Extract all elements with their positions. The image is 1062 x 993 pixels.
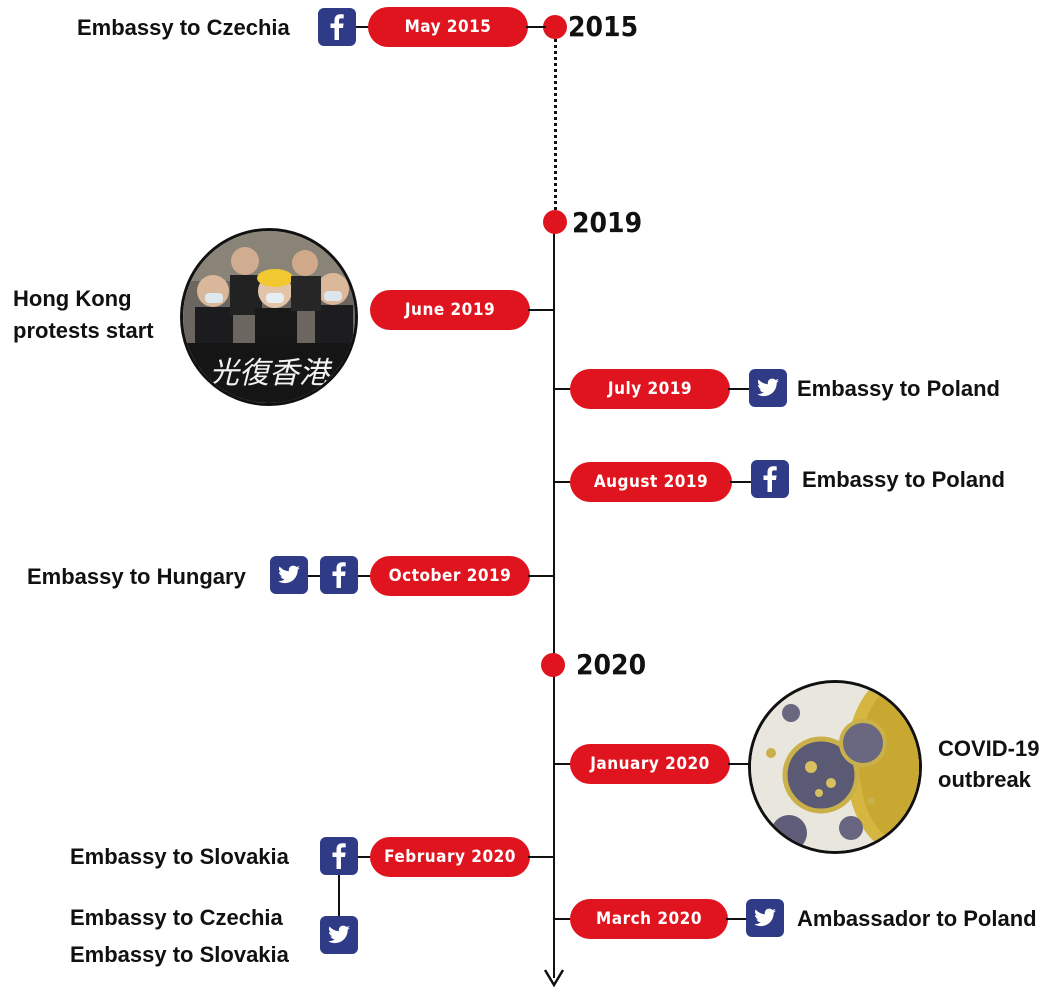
connector [554, 388, 572, 390]
coronavirus-photo [748, 680, 922, 854]
event-sub-label: Embassy to Slovakia [70, 942, 289, 967]
twitter-icon [270, 556, 308, 594]
event-label-august-2019: Embassy to Poland [802, 467, 1005, 492]
connector [528, 856, 554, 858]
connector [528, 575, 554, 577]
connector [358, 575, 372, 577]
year-2015: 2015 [568, 10, 639, 43]
date-pill-august-2019: August 2019 [570, 462, 732, 502]
connector [728, 388, 750, 390]
event-label-line: outbreak [938, 766, 1031, 792]
connector [338, 875, 340, 919]
connector [358, 856, 372, 858]
connector [526, 26, 546, 28]
timeline-axis [553, 222, 555, 978]
date-pill-july-2019: July 2019 [570, 369, 730, 409]
connector [554, 763, 572, 765]
event-label-may-2015: Embassy to Czechia [77, 15, 290, 40]
year-2019: 2019 [572, 206, 643, 239]
facebook-icon [751, 460, 789, 498]
timeline-arrow-icon [543, 968, 565, 993]
connector [554, 481, 572, 483]
connector [356, 26, 370, 28]
event-label-line: protests start [13, 317, 154, 343]
event-label-covid: COVID-19 outbreak [938, 734, 1039, 796]
connector [554, 918, 572, 920]
event-label-line: Hong Kong [13, 286, 132, 311]
date-pill-march-2020: March 2020 [570, 899, 728, 939]
date-pill-january-2020: January 2020 [570, 744, 730, 784]
facebook-icon [318, 8, 356, 46]
connector [728, 763, 750, 765]
year-2020: 2020 [576, 648, 647, 681]
facebook-icon [320, 837, 358, 875]
hong-kong-protest-photo: 光復香港 [180, 228, 358, 406]
year-dot-2020 [541, 653, 565, 677]
connector [528, 309, 554, 311]
year-dot-2015 [543, 15, 567, 39]
connector [726, 918, 748, 920]
date-pill-may-2015: May 2015 [368, 7, 528, 47]
twitter-icon [320, 916, 358, 954]
facebook-icon [320, 556, 358, 594]
event-label-march-2020: Ambassador to Poland [797, 906, 1037, 931]
connector [730, 481, 752, 483]
event-label-hong-kong: Hong Kong protests start [13, 283, 154, 347]
event-sub-label: Embassy to Czechia [70, 905, 283, 930]
event-label-february-2020: Embassy to Slovakia [70, 844, 289, 869]
year-dot-2019 [543, 210, 567, 234]
timeline-axis-dotted [554, 32, 557, 222]
twitter-icon [746, 899, 784, 937]
event-label-october-2019: Embassy to Hungary [27, 564, 246, 589]
twitter-icon [749, 369, 787, 407]
date-pill-october-2019: October 2019 [370, 556, 530, 596]
svg-text:光復香港: 光復香港 [209, 356, 333, 391]
connector [308, 575, 322, 577]
event-label-july-2019: Embassy to Poland [797, 376, 1000, 401]
event-label-line: COVID-19 [938, 736, 1040, 761]
date-pill-february-2020: February 2020 [370, 837, 530, 877]
date-pill-june-2019: June 2019 [370, 290, 530, 330]
